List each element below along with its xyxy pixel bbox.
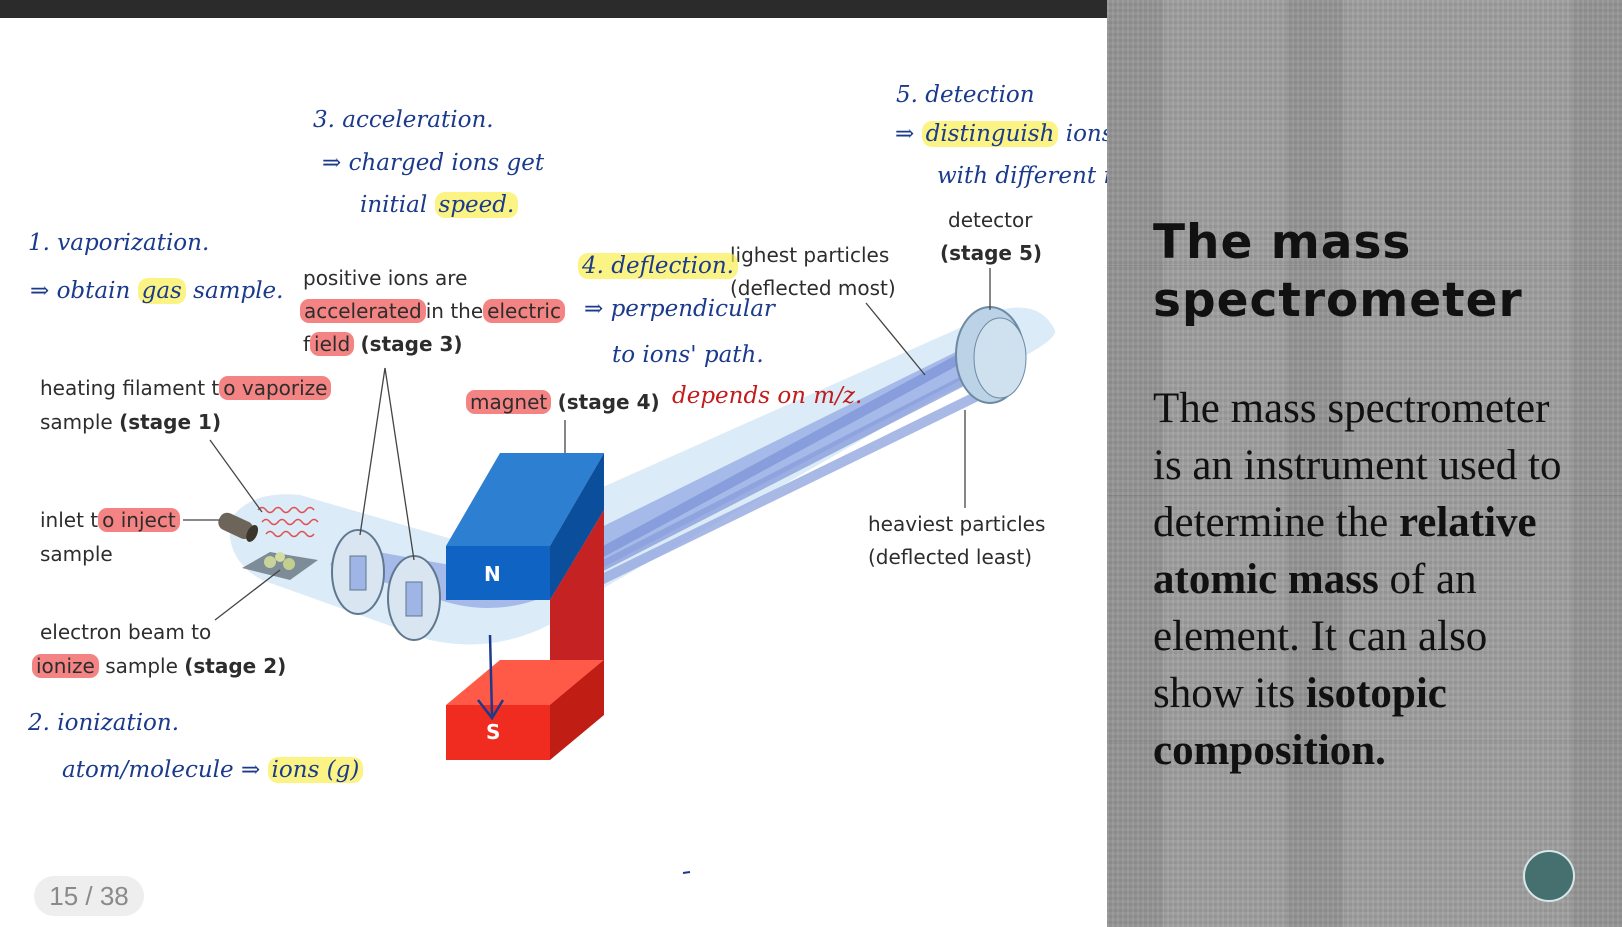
note-5-line2: ⇒ distinguish ions — [895, 121, 1114, 147]
note-3-line3: initial speed. — [360, 192, 519, 218]
note-1-body: ⇒ obtain gas sample. — [30, 278, 284, 304]
label-lightest-2: (deflected most) — [730, 276, 896, 300]
slide-nav-button[interactable] — [1523, 850, 1575, 902]
label-heating-filament-2: sample (stage 1) — [40, 410, 222, 434]
note-4-title: 4. deflection. — [578, 253, 738, 279]
panel-stripe — [1107, 0, 1163, 927]
note-4-red: depends on m/z. — [672, 383, 863, 409]
note-3-line2: ⇒ charged ions get — [322, 150, 545, 176]
magnet-south-side — [550, 660, 604, 760]
label-lightest: lighest particles — [730, 243, 890, 267]
slide-title: The mass spectrometer — [1153, 215, 1523, 328]
leader-lines — [183, 268, 991, 621]
magnet-north-label: N — [484, 562, 501, 586]
panel-stripe — [1287, 0, 1343, 927]
outer-tube — [229, 307, 1056, 645]
inlet-tube — [218, 512, 259, 542]
slide-side-panel: The mass spectrometer The mass spectrome… — [1107, 0, 1622, 927]
label-stage5: (stage 5) — [940, 241, 1043, 265]
slide-body: The mass spectrometer is an instrument u… — [1153, 385, 1562, 774]
page-counter: 15 / 38 — [34, 876, 144, 916]
magnet-north-top — [446, 453, 604, 546]
note-4-line2: ⇒ perpendicular — [584, 296, 775, 322]
label-ionize: ionize sample (stage 2) — [32, 654, 286, 678]
heating-filament — [257, 506, 319, 538]
sample-plate — [242, 552, 318, 580]
label-magnet: magnet (stage 4) — [466, 390, 660, 414]
handwritten-arrow — [488, 634, 494, 716]
note-1-title: 1. vaporization. — [28, 230, 210, 256]
note-4-line3: to ions' path. — [612, 342, 764, 368]
beam-medium — [562, 357, 1003, 590]
note-3-title: 3. acceleration. — [313, 107, 494, 133]
beam-light — [557, 340, 988, 580]
panel-line — [1107, 740, 1622, 741]
panel-line — [1107, 495, 1622, 496]
panel-stripe — [1572, 0, 1622, 927]
beam-heavy — [567, 375, 1013, 600]
magnet-south-label: S — [486, 720, 501, 744]
label-detector: detector — [948, 208, 1033, 232]
magnet-south-back — [550, 510, 604, 705]
note-2-body: atom/molecule ⇒ ions (g) — [62, 757, 364, 783]
label-inlet-2: sample — [40, 542, 113, 566]
label-electron-beam: electron beam to — [40, 620, 212, 644]
label-heaviest: heaviest particles — [868, 512, 1046, 536]
magnet-north-front — [446, 546, 550, 600]
magnet-north-side — [550, 453, 604, 600]
note-2-title: 2. ionization. — [28, 710, 180, 736]
label-positive-ions: positive ions are — [303, 266, 468, 290]
note-5-title: 5. detection — [896, 82, 1035, 108]
magnet-south-front — [446, 705, 550, 760]
mass-spectrometer-diagram — [183, 268, 1056, 874]
magnet-south-top — [446, 660, 604, 705]
panel-line — [1107, 265, 1622, 266]
label-heaviest-2: (deflected least) — [868, 545, 1033, 569]
